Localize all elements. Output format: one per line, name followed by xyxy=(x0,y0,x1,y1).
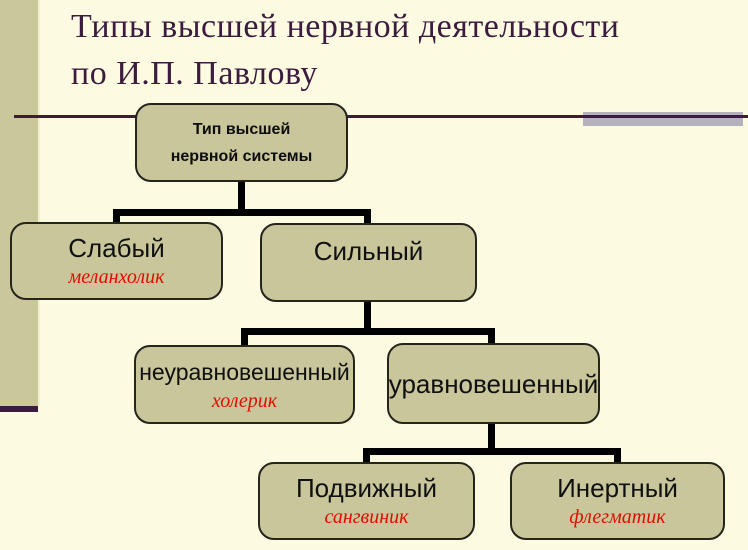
node-weak: Слабый меланхолик xyxy=(10,222,223,300)
connector-level3-bar xyxy=(363,448,621,455)
node-inert-temperament: флегматик xyxy=(569,506,666,528)
slide-title-line1: Типы высшей нервной деятельности xyxy=(71,8,620,45)
node-balanced-label: уравновешенный xyxy=(388,368,599,399)
node-mobile-temperament: сангвиник xyxy=(324,506,409,528)
connector-balanced-down xyxy=(488,422,495,452)
node-unbalanced-temperament: холерик xyxy=(211,389,278,412)
left-accent-strip xyxy=(0,0,40,406)
node-inert-label: Инертный xyxy=(557,473,678,503)
connector-level1-bar xyxy=(113,209,371,216)
node-unbalanced-label: неуравновешенный xyxy=(139,358,350,385)
slide-title: Типы высшей нервной деятельности по И.П.… xyxy=(71,3,741,97)
node-root: Тип высшей нервной системы xyxy=(135,103,348,182)
slide-title-line2: по И.П. Павлову xyxy=(71,55,318,92)
connector-to-weak xyxy=(113,209,120,225)
node-strong: Сильный xyxy=(260,223,477,302)
connector-root-down xyxy=(238,182,245,214)
node-root-label-line2: нервной системы xyxy=(170,147,313,165)
node-inert: Инертный флегматик xyxy=(510,462,725,540)
node-mobile-label: Подвижный xyxy=(295,473,438,503)
connector-to-strong xyxy=(364,209,371,226)
left-strip-footer-bar xyxy=(0,406,38,412)
connector-to-inert xyxy=(614,448,621,465)
connector-strong-down xyxy=(364,301,371,332)
node-mobile: Подвижный сангвиник xyxy=(258,462,475,540)
title-underline-rule xyxy=(14,115,748,118)
connector-to-unbalanced xyxy=(241,328,248,348)
node-unbalanced: неуравновешенный холерик xyxy=(134,345,355,424)
connector-level2-bar xyxy=(241,328,495,335)
node-strong-label: Сильный xyxy=(313,236,424,266)
connector-to-balanced xyxy=(488,328,495,346)
node-root-label-line1: Тип высшей xyxy=(192,120,291,138)
node-weak-label: Слабый xyxy=(68,233,165,263)
node-weak-temperament: меланхолик xyxy=(68,266,165,288)
connector-to-mobile xyxy=(363,448,370,465)
node-balanced: уравновешенный xyxy=(387,343,600,424)
